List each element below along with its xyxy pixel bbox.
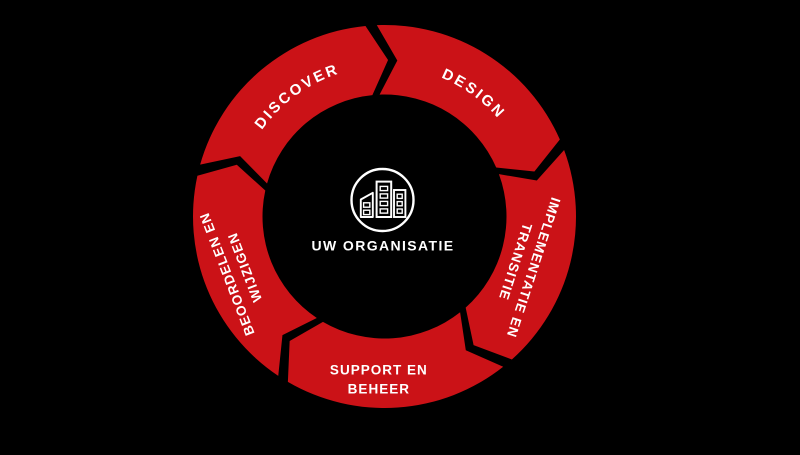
segments-layer: [193, 24, 577, 408]
segment-label-line: SUPPORT EN: [330, 362, 428, 377]
segment-support-en-beheer: [287, 312, 504, 408]
building-left: [359, 191, 374, 218]
building-middle: [375, 180, 393, 219]
building-right: [393, 189, 407, 218]
segment-beoordelen-en-wijzigen: [193, 164, 317, 376]
organisation-icon: [350, 167, 415, 233]
center-label: UW ORGANISATIE: [311, 238, 454, 254]
icon-circle: [350, 167, 415, 233]
segment-design: [376, 24, 560, 172]
segment-label-line: BEHEER: [348, 381, 410, 396]
segment-implementatie-en-transitie: [465, 150, 577, 360]
segment-label-support-en-beheer: SUPPORT EN BEHEER: [330, 362, 428, 396]
segment-discover: [200, 25, 389, 184]
